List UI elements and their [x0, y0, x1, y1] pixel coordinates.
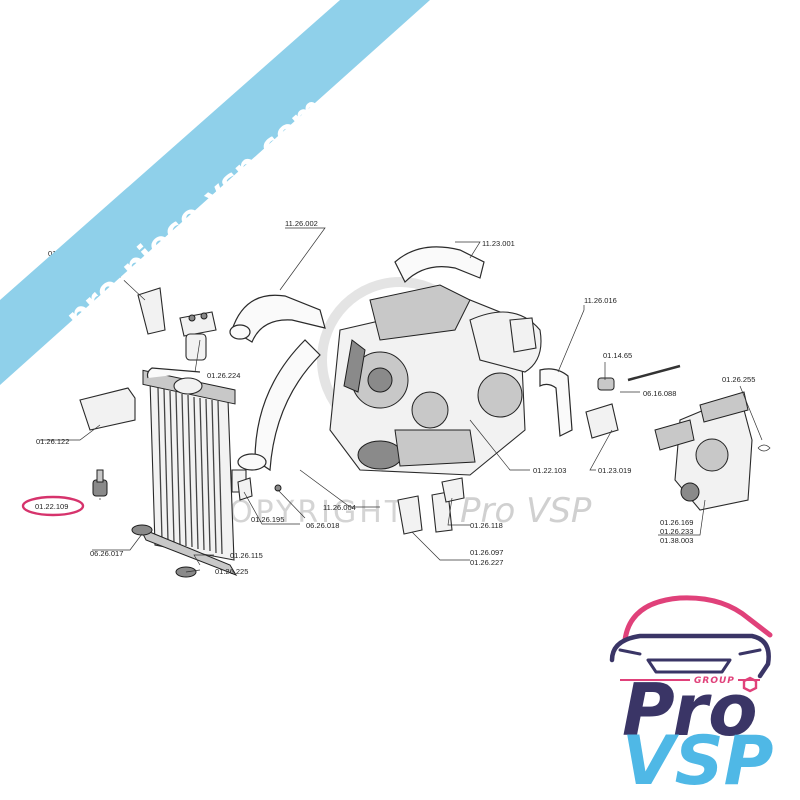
ref-01-22-109: 01.22.109 — [35, 502, 68, 511]
ref-11-26-016: 11.26.016 — [584, 296, 617, 305]
bracket-01-23-019 — [585, 403, 619, 439]
rubber-mount-01-22-109 — [92, 469, 108, 497]
logo-pro-text: Pro — [622, 668, 758, 752]
bolt-06-16-088 — [627, 364, 681, 382]
hex-nut-icon — [742, 676, 758, 693]
hose-end-lower — [237, 453, 267, 471]
spring-01-26-255 — [757, 444, 771, 452]
ref-01-26-122: 01.26.122 — [36, 437, 69, 446]
gearbox — [654, 391, 753, 511]
ref-01-26-097: 01.26.097 — [470, 548, 503, 557]
ref-01-26-118: 01.26.118 — [470, 521, 503, 530]
ref-01-26-115: 01.26.115 — [230, 551, 263, 560]
engine — [329, 284, 542, 476]
bracket-01-26-118 — [441, 477, 465, 503]
logo-car-outline — [609, 595, 773, 679]
ref-01-38-003: 01.38.003 — [660, 536, 693, 545]
bushing-01-14-65 — [597, 377, 615, 391]
hose-11-23-001 — [394, 246, 485, 284]
logo-vsp-text: VSP — [622, 722, 773, 800]
highlight-ellipse — [21, 495, 85, 517]
logo-group-label: GROUP — [694, 676, 735, 686]
ref-01-22-103: 01.22.103 — [533, 466, 566, 475]
radiator-bottom-bracket — [138, 527, 238, 576]
hose-11-26-002 — [231, 294, 326, 343]
ref-01-26-225: 01.26.225 — [215, 567, 248, 576]
ref-01-26-224: 01.26.224 — [207, 371, 240, 380]
radiator-cap — [173, 377, 203, 395]
radiator — [138, 367, 247, 576]
banner-band — [0, 0, 430, 385]
ref-01-14-65: 01.14.65 — [603, 351, 632, 360]
rubber-mounts-bottom — [131, 524, 197, 578]
watermark-brand-text: Pro VSP — [460, 491, 592, 531]
highlighted-ref-01-22-109[interactable]: 01.22.109 — [21, 495, 85, 517]
ref-01-26-169: 01.26.169 — [660, 518, 693, 527]
ref-01-23-019: 01.23.019 — [598, 466, 631, 475]
bracket-01-26-097 — [397, 495, 423, 535]
bracket-01-26-164 — [137, 287, 166, 335]
ref-06-16-088: 06.16.088 — [643, 389, 676, 398]
ref-01-26-195: 01.26.195 — [251, 515, 284, 524]
clamp-06-26-018 — [274, 484, 282, 492]
radiator-overflow-pipe — [146, 367, 201, 379]
ref-11-26-004: 11.26.004 — [323, 503, 356, 512]
hose-11-26-004 — [254, 339, 321, 472]
ref-01-26-227: 01.26.227 — [470, 558, 503, 567]
bracket-01-26-122 — [79, 387, 136, 431]
part-labels: 01.26.164 11.26.002 11.23.001 11.26.016 … — [36, 219, 755, 576]
provsp-logo: GROUP Pro VSP — [609, 595, 773, 800]
watermark-copyright-text: COPYRIGHT — [205, 495, 406, 530]
ref-11-23-001: 11.23.001 — [482, 239, 515, 248]
hose-11-26-016 — [539, 368, 573, 437]
ref-01-26-233: 01.26.233 — [660, 527, 693, 536]
ref-06-26-017: 06.26.017 — [90, 549, 123, 558]
fuel-filter — [179, 311, 217, 361]
ref-06-26-018: 06.26.018 — [306, 521, 339, 530]
clip-01-26-195 — [237, 477, 253, 501]
ref-11-26-002: 11.26.002 — [285, 219, 318, 228]
ref-01-26-255: 01.26.255 — [722, 375, 755, 384]
hose-end-upper — [229, 324, 251, 340]
